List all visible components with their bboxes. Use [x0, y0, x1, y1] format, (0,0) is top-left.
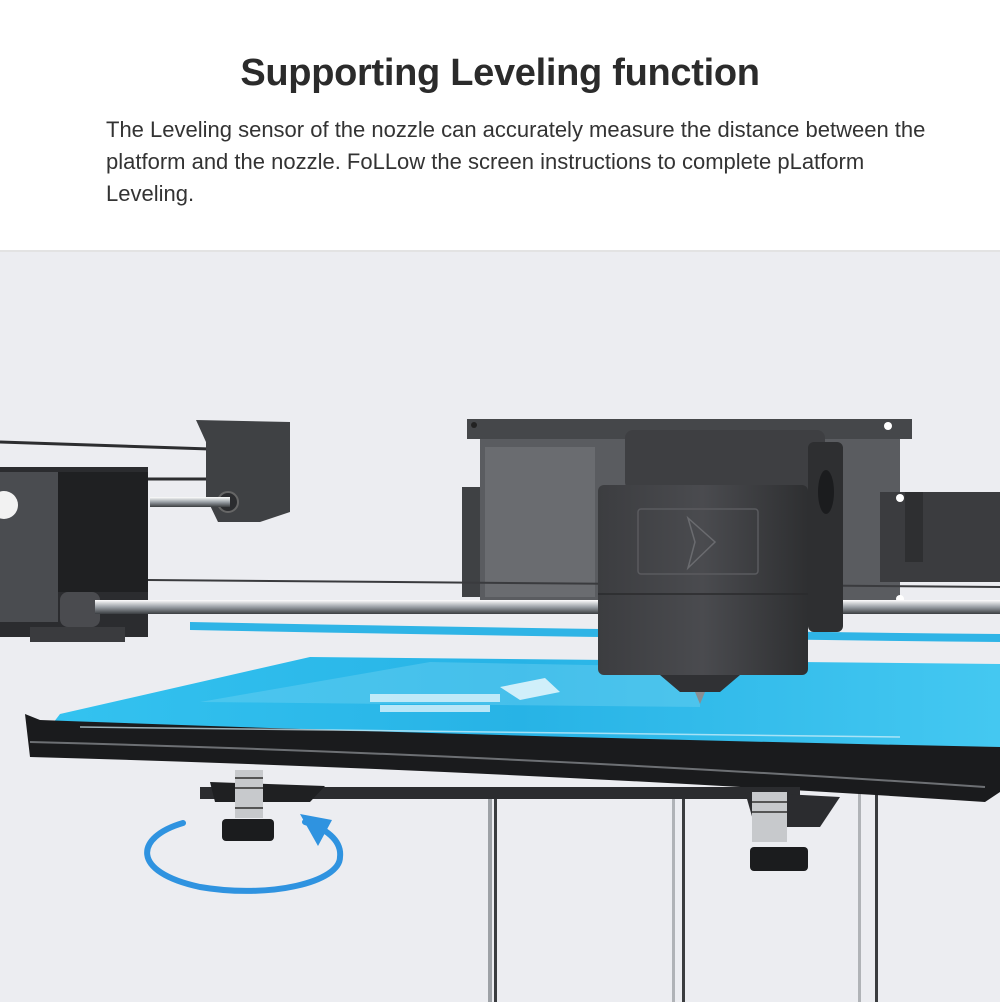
page-title: Supporting Leveling function: [240, 52, 760, 94]
leveling-knob-right: [745, 792, 840, 871]
print-bed: [25, 657, 1000, 802]
printer-graphic: [0, 419, 1000, 1002]
printer-illustration: [0, 250, 1000, 1002]
brand-logo-icon: [370, 678, 560, 712]
nozzle-head: [598, 430, 843, 704]
left-motor-assembly: [0, 420, 1000, 642]
header-section: Supporting Leveling function The Levelin…: [0, 0, 1000, 250]
rotate-arrow-icon: [144, 814, 344, 894]
x-axis-rod: [95, 600, 1000, 642]
leveling-knob-left: [210, 770, 325, 841]
feature-description: The Leveling sensor of the nozzle can ac…: [106, 117, 926, 206]
vertical-rods: [488, 792, 878, 1002]
